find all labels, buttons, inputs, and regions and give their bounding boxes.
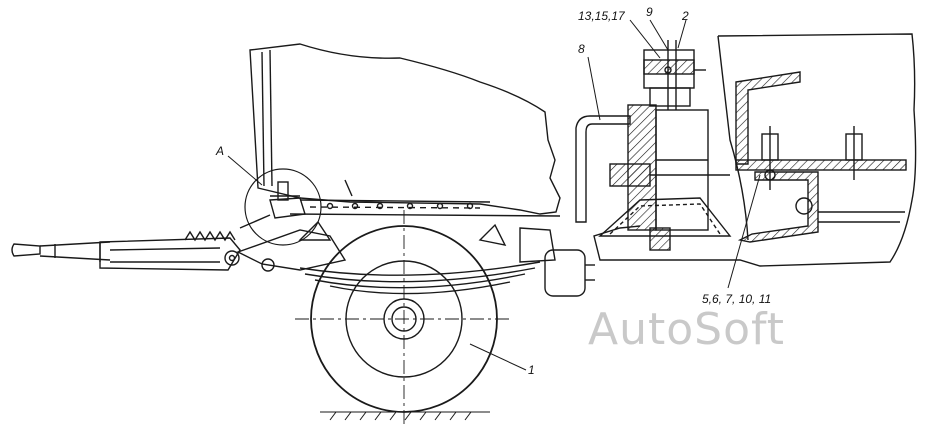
label-view-a: A	[216, 144, 225, 158]
detail-circle-a	[244, 168, 322, 246]
leaf-spring	[299, 261, 541, 295]
label-part-2: 2	[682, 9, 689, 23]
ground	[320, 411, 490, 421]
label-parts-13-15-17: 13,15,17	[578, 9, 625, 23]
frame-rail-bottom	[289, 213, 561, 217]
leader-13-15-17	[629, 19, 661, 59]
label-pipe-8: 8	[578, 42, 585, 56]
wheel	[295, 210, 513, 425]
leader-2	[677, 19, 687, 49]
leader-a	[227, 155, 263, 186]
leader-1	[469, 343, 527, 371]
drawbar-pivot	[224, 250, 240, 266]
drawbar	[11, 237, 241, 271]
trailer-side-view	[11, 43, 595, 425]
leader-8	[587, 56, 601, 121]
angle-bracket	[735, 71, 801, 165]
label-parts-5-6-7-10-11: 5,6, 7, 10, 11	[702, 292, 772, 306]
label-wheel-1: 1	[528, 363, 535, 377]
label-part-9: 9	[646, 5, 653, 19]
drawbar-spring	[184, 230, 236, 242]
leader-9	[649, 19, 669, 51]
trailer-body-outline	[249, 43, 561, 215]
crossbeam	[735, 159, 907, 171]
section-detail	[575, 19, 917, 289]
lower-channel	[737, 171, 819, 243]
frame-bolts	[326, 202, 474, 210]
frame-rail-top	[299, 199, 491, 203]
watermark: AutoSoft	[588, 304, 785, 355]
detail-contour	[593, 33, 917, 267]
leader-5-11	[727, 174, 761, 289]
brake-chamber	[544, 249, 586, 297]
